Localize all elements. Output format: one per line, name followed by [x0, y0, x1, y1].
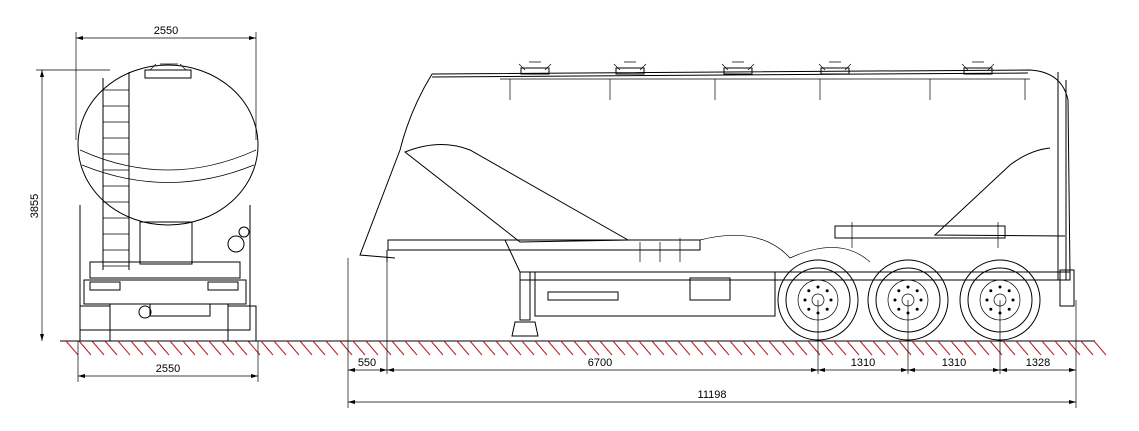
- dim-label-axle-spacing-2: 1310: [942, 357, 966, 369]
- side-dimensions: 550 6700 1310 1310 1328 11198: [347, 258, 1077, 408]
- dim-label-rear-overhang: 1328: [1026, 357, 1050, 369]
- dim-label-rear-bottom: 2550: [156, 363, 180, 375]
- rear-ladder: [102, 72, 130, 270]
- dim-label-height: 3855: [29, 194, 41, 218]
- dim-rear-bottom-width: 2550: [77, 341, 259, 382]
- dim-rear-top-width: 2550: [75, 25, 257, 140]
- dim-height: 3855: [29, 69, 110, 341]
- dim-label-front-overhang: 550: [358, 357, 376, 369]
- dim-label-axle-spacing-1: 1310: [851, 357, 875, 369]
- ground: [60, 340, 1107, 356]
- dim-label-total-length: 11198: [698, 389, 727, 401]
- dim-label-kingpin-axle: 6700: [588, 357, 612, 369]
- ground-hatch-right: [339, 340, 1107, 356]
- ground-hatch-left: [65, 340, 339, 356]
- dim-label-rear-top: 2550: [154, 25, 178, 37]
- rear-view: [77, 63, 259, 342]
- manhole-hatches: [518, 61, 995, 75]
- side-view: [359, 61, 1075, 341]
